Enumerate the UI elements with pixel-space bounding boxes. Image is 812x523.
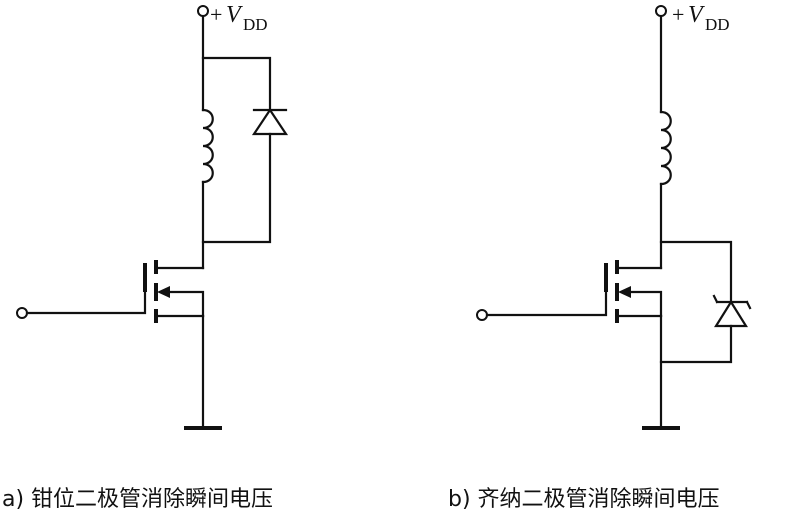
diode-bottom-wire-a <box>201 132 272 244</box>
caption-a: a) 钳位二极管消除瞬间电压 <box>2 487 274 512</box>
zener-bottom-wire-b <box>659 324 733 364</box>
mosfet-arrow-a <box>157 286 170 298</box>
inductor-coil-a <box>201 108 214 184</box>
caption-b: b) 齐纳二极管消除瞬间电压 <box>448 487 720 512</box>
circuit-b-zener-diode: + V DD <box>476 2 752 430</box>
vdd-plus-a: + <box>210 2 222 27</box>
diode-top-wire-a <box>201 56 272 112</box>
gate-wire-a <box>25 290 147 315</box>
vdd-plus-b: + <box>672 2 684 27</box>
vdd-terminal-a <box>197 5 209 17</box>
zener-diode-triangle-b <box>714 299 748 328</box>
gate-input-terminal-b <box>476 309 488 321</box>
mosfet-body-lead-a <box>164 290 205 318</box>
mosfet-body-lead-b <box>625 290 663 318</box>
gate-input-terminal-a <box>16 307 28 319</box>
vdd-subscript-b: DD <box>705 15 730 34</box>
vdd-label-a: + V DD <box>210 2 268 34</box>
circuit-a-clamp-diode: + V DD <box>16 2 289 430</box>
zener-top-wire-b <box>659 240 733 304</box>
vdd-symbol-a: V <box>226 2 243 28</box>
gate-wire-b <box>485 290 608 317</box>
vdd-label-b: + V DD <box>672 2 730 34</box>
mosfet-arrow-b <box>618 286 631 298</box>
vdd-symbol-b: V <box>688 2 705 28</box>
vdd-subscript-a: DD <box>243 15 268 34</box>
inductor-coil-b <box>659 110 672 186</box>
clamp-diode-triangle-a <box>251 108 289 136</box>
vdd-terminal-b <box>655 5 667 17</box>
